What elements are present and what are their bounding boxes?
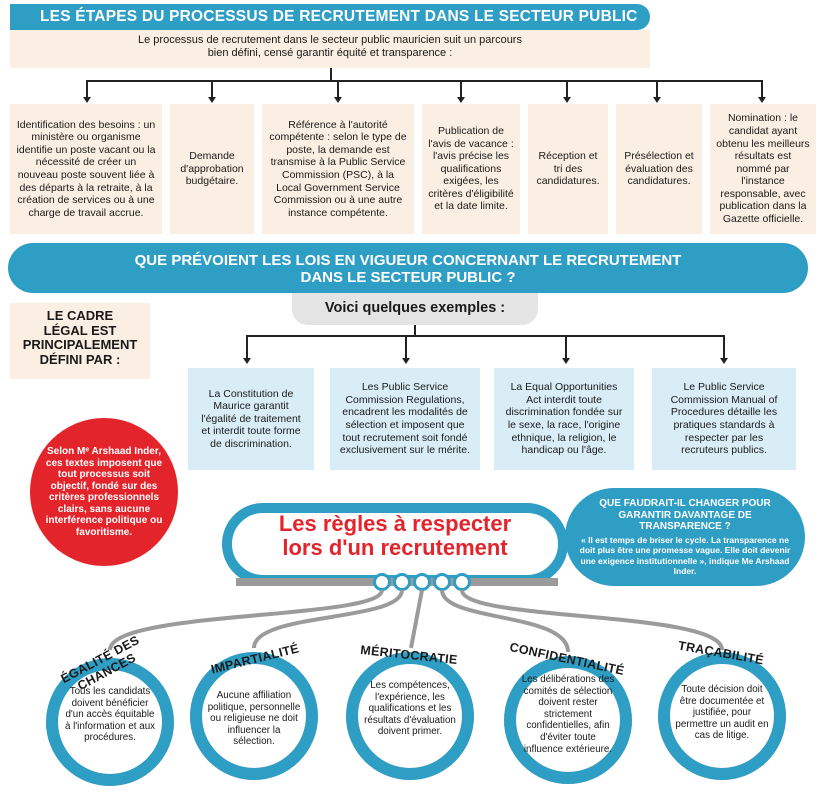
law-text-1: La Constitution de Maurice garantit l'ég… [201,387,301,450]
transparency-question: QUE FAUDRAIT-IL CHANGER POUR GARANTIR DA… [599,498,771,532]
law-box-1: La Constitution de Maurice garantit l'ég… [188,368,314,470]
law-box-3: La Equal Opportunities Act interdit tout… [494,368,634,470]
laws-title-line-1: QUE PRÉVOIENT LES LOIS EN VIGUEUR CONCER… [134,252,682,269]
laws-title: QUE PRÉVOIENT LES LOIS EN VIGUEUR CONCER… [8,252,808,286]
principle-text-1: Tous les candidats doivent bénéficier d'… [64,686,156,744]
law-connector-drop-2 [405,335,407,358]
quote-circle: Selon Mᵉ Arshaad Inder, ces textes impos… [30,418,178,566]
arrow-6 [653,97,661,103]
legal-frame-line-2: LÉGAL EST [43,322,117,338]
arrow-7 [758,97,766,103]
law-text-2: Les Public Service Commission Regulation… [339,381,471,457]
step-box-5: Réception et tri des candidatures. [528,104,608,234]
transparency-answer: « Il est temps de briser le cycle. La tr… [579,534,791,577]
header-banner: LES ÉTAPES DU PROCESSUS DE RECRUTEMENT D… [10,4,650,30]
connector-drop-1 [86,80,88,97]
rules-title-line-1: Les règles à respecter [278,511,512,536]
intro-line-2: bien défini, censé garantir équité et tr… [207,47,453,59]
arrow-3 [334,97,342,103]
connector-drop-4 [460,80,462,97]
connector-drop-6 [656,80,658,97]
legal-frame-box: LE CADRE LÉGAL EST PRINCIPALEMENT DÉFINI… [10,303,150,379]
arrow-2 [208,97,216,103]
legal-frame-line-1: LE CADRE [46,308,114,323]
law-connector-bar [246,335,724,337]
connector-drop-2 [211,80,213,97]
step-box-6: Présélection et évaluation des candidatu… [616,104,702,234]
law-connector-drop-3 [565,335,567,358]
step-box-4: Publication de l'avis de vacance : l'avi… [422,104,520,234]
law-connector-drop-4 [723,335,725,358]
laws-title-line-2: DANS LE SECTEUR PUBLIC ? [300,269,516,286]
branch-1 [108,589,384,651]
law-box-4: Le Public Service Commission Manual of P… [652,368,796,470]
law-connector-trunk [414,325,416,336]
connector-drop-3 [337,80,339,97]
quote-text: Selon Mᵉ Arshaad Inder, ces textes impos… [45,446,163,538]
principle-text-5: Toute décision doit être documentée et j… [675,684,769,742]
rules-title: Les règles à respecter lors d'un recrute… [222,512,568,560]
step-text-5: Réception et tri des candidatures. [536,150,600,188]
legal-frame-line-4: DÉFINI PAR : [39,351,121,367]
law-connector-drop-1 [246,335,248,358]
law-text-4: Le Public Service Commission Manual of P… [670,381,778,457]
principle-text-4: Les délibérations des comités de sélecti… [521,674,615,755]
principle-text-3: Les compétences, l'expérience, les quali… [364,680,456,738]
branch-5 [460,589,724,651]
connector-drop-5 [566,80,568,97]
rail-dot-5 [453,573,471,591]
law-arrow-3 [562,358,570,364]
intro-box [10,30,650,68]
step-text-4: Publication de l'avis de vacance : l'avi… [428,124,514,213]
rail-dot-2 [393,573,411,591]
step-text-1: Identification des besoins : un ministèr… [16,118,156,219]
intro-text: Le processus de recrutement dans le sect… [10,34,650,60]
step-text-3: Référence à l'autorité compétente : selo… [269,118,407,219]
law-arrow-2 [402,358,410,364]
laws-banner: QUE PRÉVOIENT LES LOIS EN VIGUEUR CONCER… [8,243,808,293]
law-arrow-1 [243,358,251,364]
rules-title-line-2: lors d'un recrutement [282,535,508,560]
step-box-3: Référence à l'autorité compétente : selo… [262,104,414,234]
branch-4 [440,589,570,653]
examples-label: Voici quelques exemples : [324,300,506,316]
legal-frame-line-3: PRINCIPALEMENT [22,337,138,352]
examples-tab: Voici quelques exemples : [292,293,538,325]
branch-3 [409,589,424,649]
page-title: LES ÉTAPES DU PROCESSUS DE RECRUTEMENT D… [40,8,638,25]
arrow-4 [457,97,465,103]
rail-dot-1 [373,573,391,591]
principle-text-2: Aucune affiliation politique, personnell… [207,690,301,748]
transparency-bubble: QUE FAUDRAIT-IL CHANGER POUR GARANTIR DA… [565,488,805,586]
step-text-7: Nomination : le candidat ayant obtenu le… [716,112,810,226]
step-box-1: Identification des besoins : un ministèr… [10,104,162,234]
intro-line-1: Le processus de recrutement dans le sect… [138,34,522,46]
step-box-7: Nomination : le candidat ayant obtenu le… [710,104,816,234]
connector-trunk [330,68,332,80]
law-arrow-4 [720,358,728,364]
rail-dot-3 [413,573,431,591]
arrow-5 [563,97,571,103]
connector-bar [86,80,762,82]
arrow-1 [83,97,91,103]
step-text-6: Présélection et évaluation des candidatu… [624,150,694,188]
step-text-2: Demande d'approbation budgétaire. [180,150,244,188]
step-box-2: Demande d'approbation budgétaire. [170,104,254,234]
branch-2 [252,589,404,649]
law-box-2: Les Public Service Commission Regulation… [330,368,480,470]
connector-drop-7 [761,80,763,97]
rail-dot-4 [433,573,451,591]
law-text-3: La Equal Opportunities Act interdit tout… [505,381,623,457]
